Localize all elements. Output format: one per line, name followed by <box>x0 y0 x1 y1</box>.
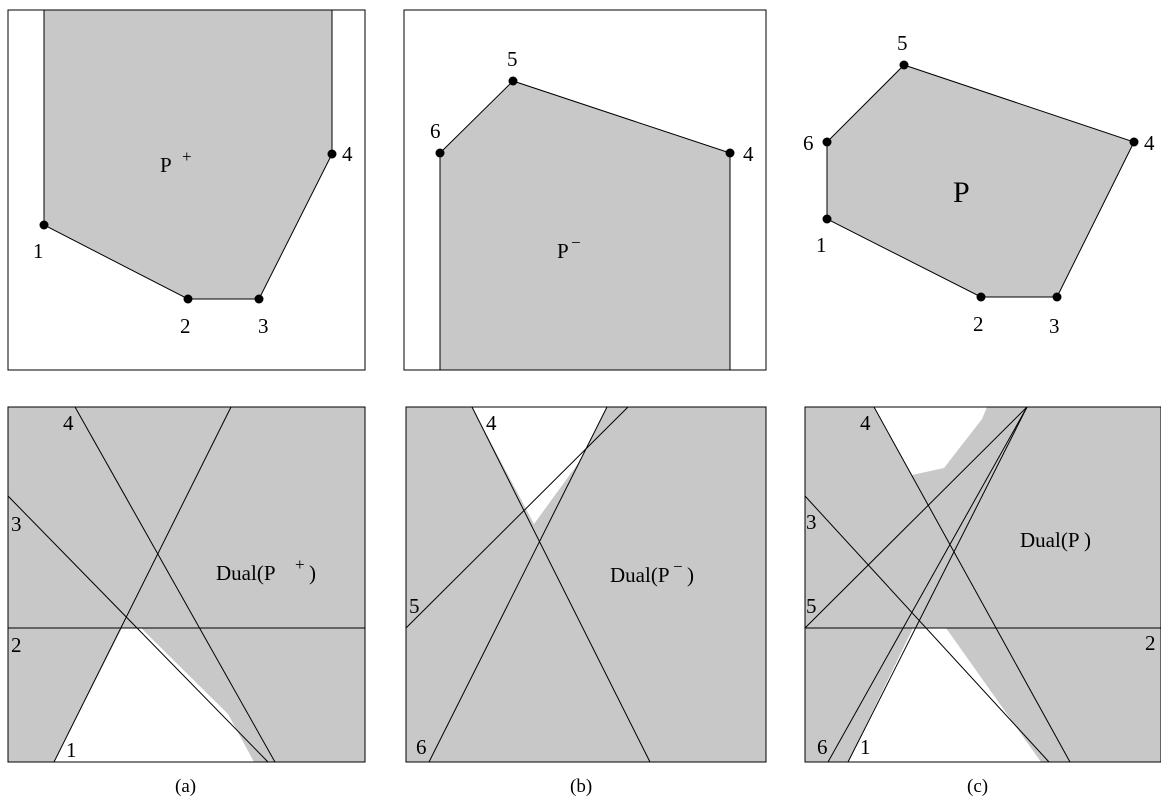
vertex-label-2: 2 <box>973 312 984 336</box>
vertex-label-2: 2 <box>180 314 191 338</box>
caption-c: (c) <box>967 776 988 797</box>
vertex-5 <box>899 60 909 70</box>
vertex-label-3: 3 <box>258 314 269 338</box>
dual-line-label-3: 3 <box>806 510 817 534</box>
dual-p-minus-close: ) <box>687 563 694 587</box>
panel-a-dual-frame <box>7 406 366 763</box>
dual-line-label-5: 5 <box>409 594 420 618</box>
dual-line-1 <box>53 406 232 763</box>
vertex-4 <box>725 148 735 158</box>
dual-line-label-5: 5 <box>806 594 817 618</box>
dual-line-label-4: 4 <box>63 411 74 435</box>
dual-p-empty-top <box>874 407 987 475</box>
panel-a-dual: 4 3 2 1 Dual(P + ) <box>7 406 366 763</box>
dual-line-label-4: 4 <box>486 411 497 435</box>
vertex-label-1: 1 <box>33 239 44 263</box>
dual-line-label-6: 6 <box>817 735 828 759</box>
vertex-label-6: 6 <box>803 131 814 155</box>
dual-line-4 <box>74 406 276 763</box>
dual-line-label-3: 3 <box>11 512 22 536</box>
vertex-label-4: 4 <box>1144 131 1155 155</box>
vertex-1 <box>822 214 832 224</box>
dual-line-1 <box>847 406 1028 763</box>
vertex-label-4: 4 <box>342 142 353 166</box>
dual-p-empty-bottom <box>848 628 1041 762</box>
panel-c-primal: 1 2 3 4 5 6 P <box>803 31 1155 338</box>
dual-p-minus-superscript: − <box>673 557 683 576</box>
p-plus-superscript: + <box>182 147 192 166</box>
dual-line-6 <box>827 406 1028 763</box>
dual-line-5 <box>804 406 1028 629</box>
panel-c-dual: 4 3 5 2 6 1 Dual(P ) <box>804 406 1161 763</box>
dual-p-minus-empty-region <box>472 407 607 524</box>
dual-line-5 <box>405 406 629 629</box>
vertex-label-1: 1 <box>816 233 827 257</box>
vertex-label-3: 3 <box>1049 314 1060 338</box>
dual-p-plus-region <box>8 407 365 762</box>
dual-line-label-2: 2 <box>11 633 22 657</box>
p-plus-label: P <box>160 153 172 177</box>
dual-line-4 <box>471 406 651 763</box>
dual-line-3 <box>7 495 269 763</box>
dual-p-plus-close: ) <box>309 561 316 585</box>
panel-a-primal: 1 2 3 4 P + <box>7 9 366 371</box>
dual-p-minus-region <box>406 407 766 762</box>
panel-b-dual: 4 5 6 Dual(P − ) <box>405 406 767 763</box>
dual-p-label: Dual(P ) <box>1020 528 1091 552</box>
dual-p-plus-superscript: + <box>295 555 305 574</box>
vertex-4 <box>327 149 337 159</box>
vertex-6 <box>822 137 832 147</box>
p-label: P <box>953 176 970 209</box>
vertex-label-5: 5 <box>507 47 518 71</box>
dual-line-label-6: 6 <box>416 735 427 759</box>
caption-a: (a) <box>175 776 196 797</box>
dual-p-minus-label: Dual(P <box>610 563 670 587</box>
dual-line-label-1: 1 <box>66 738 77 762</box>
vertex-4 <box>1129 137 1139 147</box>
panel-c-dual-frame <box>804 406 1161 763</box>
p-minus-label: P <box>557 239 569 263</box>
dual-line-label-2: 2 <box>1145 631 1156 655</box>
dual-line-label-4: 4 <box>860 411 871 435</box>
vertex-2 <box>183 294 193 304</box>
vertex-6 <box>435 148 445 158</box>
p-region <box>826 64 1135 298</box>
vertex-5 <box>508 76 518 86</box>
panel-b-primal: 4 5 6 P − <box>403 9 767 371</box>
vertex-label-4: 4 <box>743 142 754 166</box>
dual-line-label-1: 1 <box>860 735 871 759</box>
vertex-3 <box>1052 292 1062 302</box>
dual-line-6 <box>428 406 608 763</box>
vertex-label-6: 6 <box>430 119 441 143</box>
vertex-3 <box>254 294 264 304</box>
vertex-1 <box>39 220 49 230</box>
p-minus-superscript: − <box>571 233 581 252</box>
panel-b-dual-frame <box>405 406 767 763</box>
dual-p-plus-label: Dual(P <box>216 561 276 585</box>
dual-line-3 <box>804 495 1050 763</box>
caption-b: (b) <box>570 776 592 797</box>
dual-p-plus-empty-region <box>54 628 254 762</box>
p-minus-region <box>439 80 731 371</box>
dual-line-4 <box>873 406 1071 763</box>
vertex-2 <box>976 292 986 302</box>
vertex-label-5: 5 <box>897 31 908 55</box>
